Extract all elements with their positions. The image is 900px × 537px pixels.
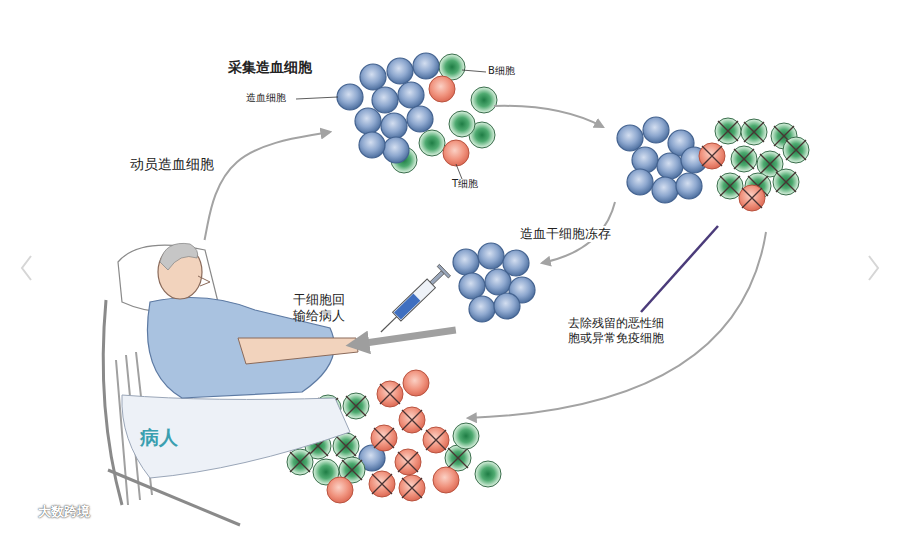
edge-label: 干细胞回 输给病人	[293, 292, 349, 325]
blue-cell	[453, 249, 479, 275]
syringe-barrel	[393, 279, 436, 321]
cell-group: 病人	[100, 240, 355, 515]
watermark-logo	[11, 507, 25, 521]
green-cell	[471, 87, 497, 113]
flow-arrow	[468, 232, 766, 418]
watermark-logo	[24, 508, 32, 516]
removed-cell	[371, 425, 397, 451]
removed-cell	[739, 185, 765, 211]
green-cell	[453, 423, 479, 449]
pointer-line	[641, 226, 718, 312]
red-cell	[429, 76, 455, 102]
blue-cell	[478, 243, 504, 269]
blue-cell	[337, 84, 363, 110]
patient-nose	[198, 276, 210, 286]
removed-cell	[783, 137, 809, 163]
blue-cell	[657, 153, 683, 179]
removed-cell	[731, 146, 757, 172]
cluster-title: 采集造血细胞	[228, 59, 312, 77]
patient-label: 病人	[140, 426, 178, 450]
frozen-cells	[453, 243, 535, 322]
blue-cell	[381, 113, 407, 139]
patient-illustration	[103, 243, 358, 525]
removed-cell	[399, 475, 425, 501]
callout-label: T细胞	[452, 178, 478, 191]
blue-cell	[355, 108, 381, 134]
flow-connector	[355, 330, 456, 345]
blue-cell	[485, 269, 511, 295]
syringe-liquid	[394, 294, 420, 320]
syringe-plunger	[437, 264, 450, 278]
blue-cell	[643, 117, 669, 143]
removed-cell	[699, 143, 725, 169]
removed-cell	[287, 449, 313, 475]
syringe-plunger	[430, 271, 444, 285]
green-cell	[449, 111, 475, 137]
red-cell	[443, 140, 469, 166]
step-label: 造血干细胞冻存	[520, 226, 611, 242]
syringe	[375, 264, 450, 337]
nav-chevron	[869, 256, 878, 280]
bed-frame	[108, 470, 240, 525]
callout-label: 造血细胞	[246, 92, 286, 105]
green-cell	[475, 461, 501, 487]
cell-group: 采集造血细胞	[330, 45, 500, 190]
blue-cell	[387, 58, 413, 84]
blue-cell	[413, 53, 439, 79]
blue-cell	[383, 137, 409, 163]
patient-arm	[238, 338, 358, 364]
bed-sheet	[122, 395, 350, 478]
callout-label: B细胞	[488, 65, 515, 78]
removed-cell	[369, 471, 395, 497]
blue-cell	[360, 64, 386, 90]
blue-cell	[469, 296, 495, 322]
nav-chevron	[22, 256, 31, 280]
blue-cell	[359, 132, 385, 158]
syringe-needle	[381, 317, 397, 332]
blue-cell	[676, 173, 702, 199]
blue-cell	[459, 273, 485, 299]
cell-group: 造血干细胞冻存	[445, 240, 535, 330]
removed-cell	[423, 427, 449, 453]
red-cell	[403, 370, 429, 396]
leader-line	[462, 70, 486, 72]
blue-cell	[627, 169, 653, 195]
red-cell	[327, 477, 353, 503]
leader-line	[456, 164, 462, 179]
removed-cell	[741, 119, 767, 145]
green-cell	[419, 130, 445, 156]
blue-cell	[494, 293, 520, 319]
flow-arrow	[494, 106, 603, 127]
patient-hair	[160, 243, 198, 270]
collected-cells	[337, 53, 497, 173]
removed-cell	[399, 407, 425, 433]
red-cell	[433, 467, 459, 493]
edge-label: 动员造血细胞	[130, 156, 214, 174]
blue-cell	[372, 87, 398, 113]
leader-line	[296, 97, 338, 99]
flow-connector	[205, 132, 330, 240]
removed-cell	[395, 449, 421, 475]
removed-cell	[343, 393, 369, 419]
separated-cells	[617, 117, 809, 211]
watermark: 大数跨境	[38, 504, 90, 520]
blue-cell	[398, 82, 424, 108]
blue-cell	[652, 177, 678, 203]
removed-cell	[773, 169, 799, 195]
removed-cell	[715, 118, 741, 144]
note-label: 去除残留的恶性细 胞或异常免疫细胞	[568, 316, 668, 346]
blue-cell	[617, 125, 643, 151]
blue-cell	[407, 106, 433, 132]
removed-cell	[377, 381, 403, 407]
